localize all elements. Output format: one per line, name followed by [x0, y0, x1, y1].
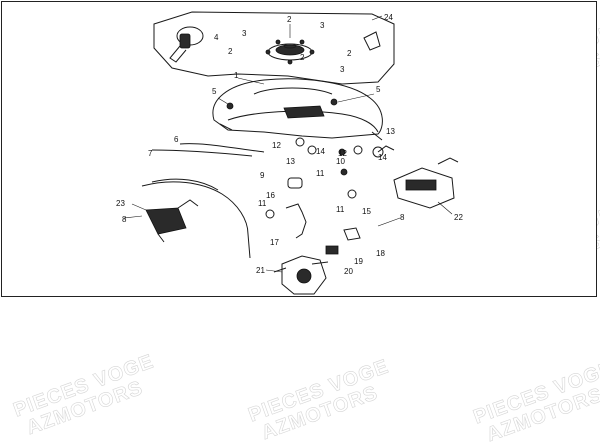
- watermark-text: PIECES VOGE: [245, 355, 392, 427]
- diagram-frame: 1 2 2 2 2 3 3 3 4 5 5 6 7 8 8 9 10 11 11…: [1, 1, 597, 297]
- callout-label: 12: [338, 149, 347, 158]
- callout-label: 2: [347, 49, 352, 58]
- callout-label: 23: [116, 199, 125, 208]
- vent-hose-2-part: [151, 178, 219, 191]
- callout-label: 10: [336, 157, 345, 166]
- callout-label: 18: [376, 249, 385, 258]
- vent-hose-part: [141, 181, 251, 259]
- callout-label: 14: [378, 153, 387, 162]
- callout-label: 1: [234, 71, 239, 80]
- callout-label: 17: [270, 238, 279, 247]
- callout-label: 13: [386, 127, 395, 136]
- callout-label: 4: [214, 33, 219, 42]
- watermark-text: AZMOTORS: [483, 383, 600, 447]
- callout-label: 14: [316, 147, 325, 156]
- fuel-pump-part: [393, 157, 459, 209]
- callout-label: 5: [376, 85, 381, 94]
- callout-label: 6: [174, 135, 179, 144]
- callout-label: 3: [320, 21, 325, 30]
- canister-part: [145, 199, 199, 243]
- callout-labels: 1 2 2 2 2 3 3 3 4 5 5 6 7 8 8 9 10 11 11…: [116, 13, 463, 276]
- callout-label: 22: [454, 213, 463, 222]
- watermark-text: AZMOTORS: [23, 376, 146, 440]
- callout-label: 20: [344, 267, 353, 276]
- watermark-text: PIECES VOGE: [10, 350, 157, 422]
- callout-label: 3: [340, 65, 345, 74]
- callout-label: 8: [122, 215, 127, 224]
- callout-label: 21: [256, 266, 265, 275]
- callout-label: 11: [316, 169, 325, 178]
- callout-label: 2: [287, 15, 292, 24]
- watermark-text: AZMOTORS: [258, 381, 381, 445]
- callout-label: 9: [260, 171, 265, 180]
- callout-label: 7: [148, 149, 153, 158]
- inset-outline: [153, 11, 395, 85]
- callout-label: 2: [228, 47, 233, 56]
- callout-label: 24: [384, 13, 393, 22]
- bracket-part: [363, 31, 381, 51]
- fuel-valve-part: [169, 26, 204, 63]
- callout-label: 19: [354, 257, 363, 266]
- callout-label: 16: [266, 191, 275, 200]
- callout-label: 13: [286, 157, 295, 166]
- hose-6-part: [179, 143, 265, 153]
- watermark-text: PIECES VOGE: [470, 357, 600, 429]
- leader-lines: [123, 15, 453, 273]
- exploded-parts-diagram: 1 2 2 2 2 3 3 3 4 5 5 6 7 8 8 9 10 11 11…: [116, 11, 463, 295]
- callout-label: 3: [242, 29, 247, 38]
- callout-label: 8: [400, 213, 405, 222]
- small-parts-cluster: [265, 137, 395, 255]
- callout-label: 5: [212, 87, 217, 96]
- callout-label: 15: [362, 207, 371, 216]
- callout-label: 12: [272, 141, 281, 150]
- fuel-cap-part: [265, 39, 315, 65]
- hose-7-part: [151, 149, 253, 157]
- callout-label: 11: [336, 205, 345, 214]
- callout-label: 2: [300, 53, 305, 62]
- callout-label: 11: [258, 199, 267, 208]
- throttle-body-part: [273, 255, 329, 295]
- fuel-tank-part: [212, 78, 383, 141]
